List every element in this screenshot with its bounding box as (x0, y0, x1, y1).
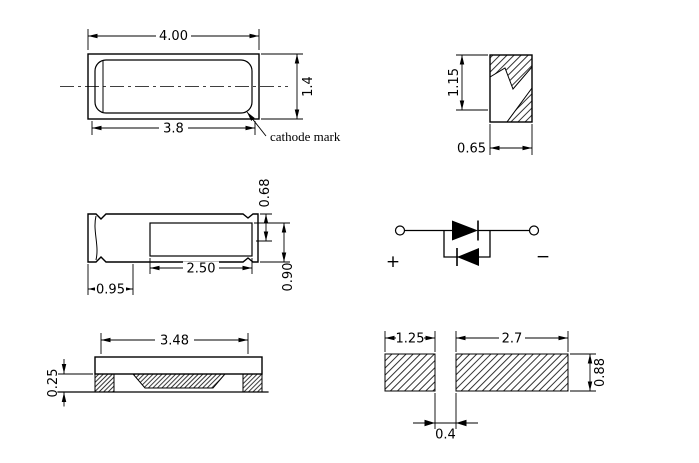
center-pad (131, 373, 227, 389)
terminal-pad-left (94, 373, 115, 393)
circuit-diagram: + − (386, 220, 550, 272)
extension-lines (58, 333, 249, 375)
cathode-leader-line (246, 111, 267, 137)
label-mask (156, 29, 191, 43)
inner-cavity-outline (149, 222, 253, 257)
extension-lines (456, 54, 533, 155)
terminal-node-left (394, 225, 406, 236)
extension-lines (87, 29, 303, 135)
terminal-bend-line (94, 215, 98, 261)
polarity-minus-label: − (536, 247, 550, 267)
gap-arrow-right (456, 419, 467, 427)
gap-arrow-left (424, 419, 435, 427)
terminal-pad-right (242, 373, 263, 393)
dim-label-inner-width: 2.50 (187, 262, 216, 277)
dim-label-overall-height: 1.4 (301, 76, 316, 97)
pad-layout: 1.25 2.7 0.88 0.4 (384, 331, 608, 443)
diode-triangle-top (452, 220, 478, 241)
side-view: 0.68 0.90 2.50 0.95 (87, 179, 296, 298)
label-mask (499, 331, 525, 345)
dim-label-standoff: 0.25 (46, 369, 61, 398)
top-view: 4.00 1.4 3.8 cathode mark (60, 29, 341, 144)
label-mask (95, 282, 126, 296)
hatch-region-bottom (506, 86, 533, 123)
label-mask (183, 261, 219, 275)
end-view: 1.15 0.65 (447, 54, 533, 157)
dim-label-top-width: 3.48 (160, 334, 189, 349)
dim-label-inner-width: 3.8 (163, 122, 184, 137)
hatch-region-top (489, 54, 533, 90)
label-mask (396, 331, 424, 345)
dim-label-recess: 0.68 (258, 179, 273, 208)
diode-triangle-bottom (457, 248, 479, 266)
lens-window-outline (94, 59, 253, 114)
dim-label-overall-width: 4.00 (159, 29, 188, 44)
body-outline (94, 356, 263, 375)
body-outline (87, 213, 259, 263)
solder-pad-left (384, 353, 436, 392)
extension-lines (384, 331, 596, 429)
dim-label-width: 0.65 (457, 142, 486, 157)
dim-label-right-pad: 2.7 (502, 332, 523, 347)
dim-label-inner-height: 0.90 (281, 263, 296, 292)
terminal-node-right (528, 225, 540, 236)
dim-label-left-pad: 1.25 (396, 332, 425, 347)
cathode-mark-label: cathode mark (270, 129, 341, 144)
label-mask (155, 333, 194, 347)
solder-pad-right (455, 353, 569, 392)
dim-label-height: 1.15 (447, 68, 462, 97)
polarity-plus-label: + (386, 252, 400, 272)
label-mask (159, 121, 188, 135)
dim-label-terminal: 0.95 (96, 283, 125, 298)
front-view: 3.48 0.25 (46, 333, 269, 407)
dim-label-pad-height: 0.88 (593, 358, 608, 387)
package-outline (87, 53, 260, 120)
dim-label-gap: 0.4 (435, 428, 456, 443)
